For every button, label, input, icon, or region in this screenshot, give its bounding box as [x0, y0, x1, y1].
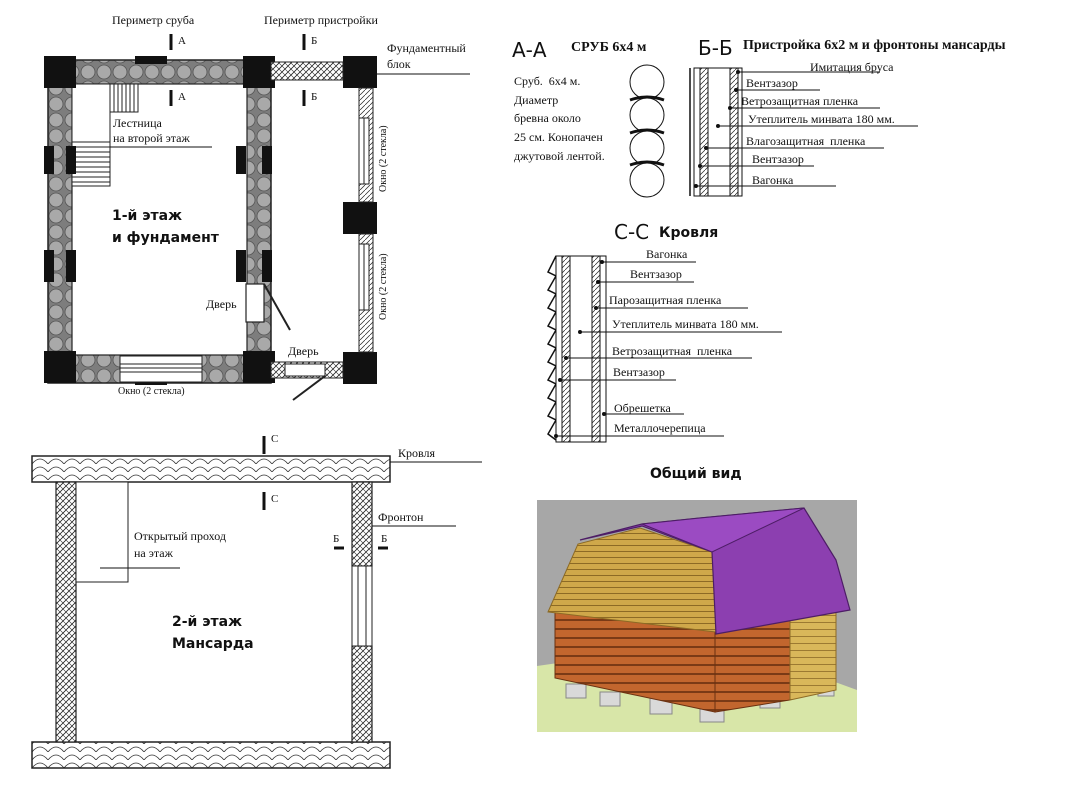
floor-strip	[31, 741, 391, 769]
label-perimeter-srub: Периметр сруба	[112, 13, 195, 27]
open-passage	[75, 481, 129, 583]
label-section-b-left: Б	[333, 533, 340, 545]
label-section-c-bottom: С	[271, 493, 279, 505]
section-aa-desc-3: 25 см. Конопачен	[514, 130, 603, 144]
extension-walls	[270, 61, 374, 401]
section-aa-heading: А-А	[512, 38, 547, 62]
section-bb-heading: Б-Б	[698, 36, 733, 60]
label-door-ext: Дверь	[288, 344, 319, 358]
section-bb-layer-6: Вагонка	[752, 173, 794, 187]
section-bb-layer-3: Утеплитель минвата 180 мм.	[748, 112, 895, 126]
section-bb-layer-1: Вентзазор	[746, 76, 798, 90]
section-bb-layer-5: Вентзазор	[752, 152, 804, 166]
plan2-title-2: Мансарда	[172, 636, 254, 652]
section-cc-title: Кровля	[659, 225, 719, 241]
gable-wall	[547, 527, 717, 633]
second-floor-plan	[31, 436, 482, 769]
label-opening-1: Открытый проход	[134, 529, 226, 543]
section-cc-layer-3: Утеплитель минвата 180 мм.	[612, 317, 759, 331]
general-view-title: Общий вид	[650, 466, 742, 482]
label-roof: Кровля	[398, 446, 436, 460]
label-fund-block-1: Фундаментный	[387, 41, 466, 55]
first-floor-plan	[44, 34, 470, 401]
section-markers-plan1	[169, 34, 306, 106]
label-opening-2: на этаж	[134, 546, 173, 560]
section-cc-layer-6: Обрешетка	[614, 401, 671, 415]
section-aa-logs	[629, 64, 665, 198]
section-bb-title: Пристройка 6х2 м и фронтоны мансарды	[743, 38, 1006, 53]
label-fronton: Фронтон	[378, 510, 424, 524]
section-cc-heading: С-С	[614, 220, 650, 244]
label-section-c-top: С	[271, 433, 279, 445]
label-door-main: Дверь	[206, 297, 237, 311]
section-markers-plan2	[262, 436, 388, 550]
leader-lines-plan1	[110, 73, 470, 148]
section-aa-desc-4: джутовой лентой.	[514, 149, 605, 163]
section-cc-layer-4: Ветрозащитная пленка	[612, 344, 733, 358]
section-cc-layer-1: Вентзазор	[630, 267, 682, 281]
label-window-right-1: Окно (2 стекла)	[378, 125, 389, 192]
plan1-title-2: и фундамент	[112, 230, 219, 246]
label-stair-1: Лестница	[113, 116, 162, 130]
section-aa-title: СРУБ 6х4 м	[571, 40, 647, 55]
label-section-b-top: Б	[311, 35, 318, 47]
label-section-a-top: А	[178, 35, 186, 47]
label-stair-2: на второй этаж	[113, 131, 190, 145]
section-cc-layer-5: Вентзазор	[613, 365, 665, 379]
label-perimeter-pristroyka: Периметр пристройки	[264, 13, 378, 27]
section-bb-layer-2: Ветрозащитная пленка	[741, 94, 859, 108]
label-window-right-2: Окно (2 стекла)	[378, 253, 389, 320]
plan2-title-1: 2-й этаж	[172, 614, 243, 630]
section-bb-layer-0: Имитация бруса	[810, 60, 894, 74]
section-aa-desc-1: Диаметр	[514, 93, 559, 107]
section-cc-layer-7: Металлочерепица	[614, 421, 706, 435]
label-section-b-bottom: Б	[311, 91, 318, 103]
label-section-b-right: Б	[381, 533, 388, 545]
section-bb-layer-4: Влагозащитная пленка	[746, 134, 866, 148]
section-aa-desc-0: Сруб. 6х4 м.	[514, 74, 581, 88]
section-cc-layer-2: Парозащитная пленка	[609, 293, 722, 307]
window-bottom	[119, 355, 203, 383]
door-main	[245, 283, 291, 331]
foundation-blocks	[44, 56, 377, 385]
roof-strip	[31, 455, 391, 483]
section-cc-roof	[546, 255, 782, 443]
section-cc-layer-0: Вагонка	[646, 247, 688, 261]
left-wall	[55, 481, 77, 743]
label-fund-block-2: блок	[387, 57, 411, 71]
stair	[71, 83, 139, 187]
gable-window	[351, 565, 373, 647]
label-window-bottom: Окно (2 стекла)	[118, 386, 185, 397]
section-bb-wall	[689, 67, 918, 197]
roof-ridge-face	[641, 507, 805, 553]
general-view-render	[537, 500, 857, 732]
section-aa-desc-2: бревна около	[514, 111, 581, 125]
plan1-title-1: 1-й этаж	[112, 208, 183, 224]
label-section-a-bottom: А	[178, 91, 186, 103]
leader-lines-plan2	[100, 461, 482, 569]
